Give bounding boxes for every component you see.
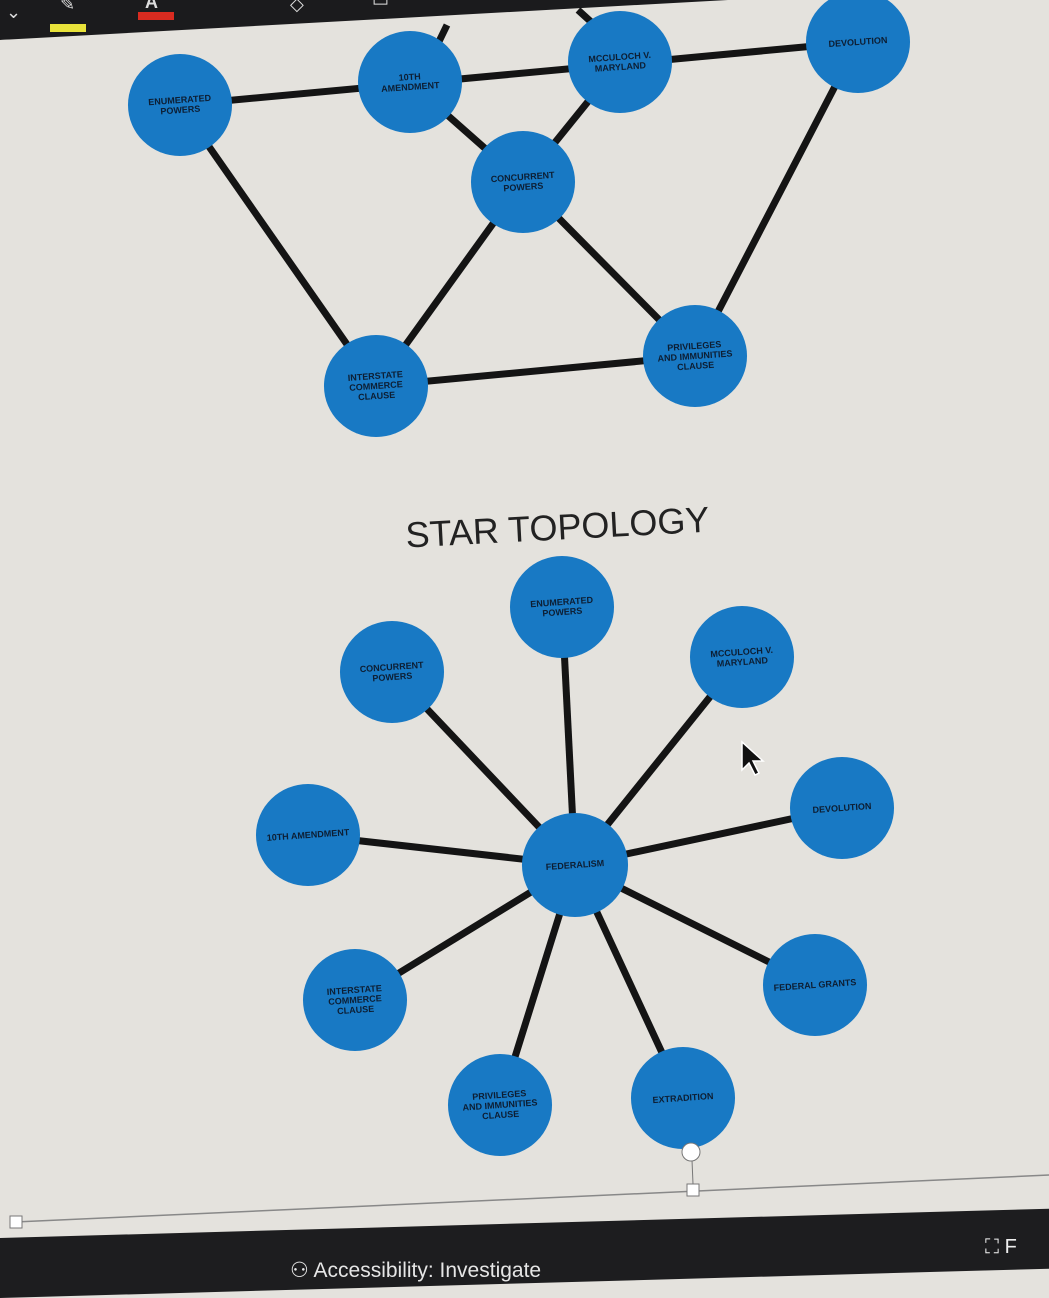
- font-color-icon[interactable]: A: [145, 0, 158, 12]
- node-label: CLAUSE: [358, 390, 396, 403]
- node-label: FEDERALISM: [545, 858, 604, 872]
- node-label: ENUMERATED: [530, 595, 594, 609]
- node-label: POWERS: [542, 606, 583, 619]
- node-circle: [447, 1054, 553, 1156]
- focus-icon: ⛶: [985, 1236, 1005, 1258]
- accessibility-icon: ⚇: [290, 1259, 314, 1282]
- node-dev[interactable]: DEVOLUTION: [805, 0, 911, 93]
- shape-outline-icon[interactable]: ▭: [372, 0, 390, 10]
- node-circle: [127, 54, 233, 156]
- node-label: CONCURRENT: [490, 170, 555, 184]
- node-label: MCCULOCH V.: [710, 645, 773, 659]
- node-a10[interactable]: 10TH AMENDMENT: [255, 784, 361, 886]
- node-circle: [255, 784, 361, 886]
- node-label: ENUMERATED: [148, 93, 212, 107]
- node-label: POWERS: [372, 671, 413, 684]
- node-fg[interactable]: FEDERAL GRANTS: [762, 934, 868, 1036]
- chevron-down-icon[interactable]: ⌄: [6, 2, 22, 22]
- accessibility-status[interactable]: ⚇ Accessibility: Investigate: [290, 1259, 542, 1282]
- star-topology-title: STAR TOPOLOGY: [405, 499, 711, 556]
- node-circle: [302, 949, 408, 1051]
- node-label: DEVOLUTION: [812, 801, 872, 815]
- node-label: DEVOLUTION: [828, 35, 888, 49]
- node-circle: [567, 11, 673, 113]
- node-circle: [789, 757, 895, 859]
- node-label: MCCULOCH V.: [588, 50, 651, 64]
- node-label: CLAUSE: [677, 360, 715, 373]
- focus-mode-button[interactable]: ⛶ F: [985, 1236, 1017, 1258]
- node-label: MARYLAND: [594, 60, 646, 74]
- font-color-swatch[interactable]: [138, 12, 174, 20]
- node-circle: [521, 813, 629, 917]
- node-label: COMMERCE: [328, 993, 382, 1007]
- node-circle: [630, 1047, 736, 1149]
- resize-handle[interactable]: [686, 1183, 700, 1197]
- node-dev[interactable]: DEVOLUTION: [789, 757, 895, 859]
- edge-icc-pic: [375, 352, 696, 390]
- node-circle: [805, 0, 911, 93]
- node-label: AMENDMENT: [381, 80, 441, 94]
- node-label: COMMERCE: [349, 379, 403, 393]
- node-circle: [339, 621, 445, 723]
- node-label: EXTRADITION: [652, 1091, 714, 1105]
- node-mc[interactable]: MCCULOCH V.MARYLAND: [567, 11, 673, 113]
- rotate-handle-stem: [691, 1159, 694, 1185]
- node-label: POWERS: [503, 181, 544, 194]
- node-circle: [509, 556, 615, 658]
- node-label: POWERS: [160, 104, 201, 117]
- node-mc[interactable]: MCCULOCH V.MARYLAND: [689, 606, 795, 708]
- shape-fill-icon[interactable]: ◇: [290, 0, 304, 14]
- node-label: CONCURRENT: [359, 660, 424, 674]
- rotate-handle-icon[interactable]: [681, 1142, 701, 1162]
- node-fed[interactable]: FEDERALISM: [521, 813, 629, 917]
- node-circle: [689, 606, 795, 708]
- edge-ep-dev: [179, 38, 859, 109]
- highlight-color-swatch[interactable]: [50, 24, 86, 32]
- node-circle: [642, 305, 748, 407]
- node-label: CLAUSE: [337, 1004, 375, 1017]
- edge-ep-icc: [177, 102, 379, 389]
- node-label: INTERSTATE: [347, 369, 403, 383]
- node-circle: [357, 31, 463, 133]
- node-label: 10TH: [398, 71, 421, 83]
- node-label: CLAUSE: [482, 1109, 520, 1122]
- edge-dev-pic: [691, 40, 862, 358]
- node-label: PRIVILEGES: [472, 1088, 527, 1102]
- node-label: MARYLAND: [716, 655, 768, 669]
- highlighter-icon[interactable]: ✎: [60, 0, 76, 14]
- node-label: PRIVILEGES: [667, 339, 722, 353]
- node-label: INTERSTATE: [326, 983, 382, 997]
- node-circle: [762, 934, 868, 1036]
- node-circle: [323, 335, 429, 437]
- node-circle: [470, 131, 576, 233]
- move-cursor-icon: [741, 740, 765, 777]
- resize-handle[interactable]: [9, 1215, 23, 1229]
- page-margin-line: [14, 1174, 1049, 1223]
- node-ext[interactable]: EXTRADITION: [630, 1047, 736, 1149]
